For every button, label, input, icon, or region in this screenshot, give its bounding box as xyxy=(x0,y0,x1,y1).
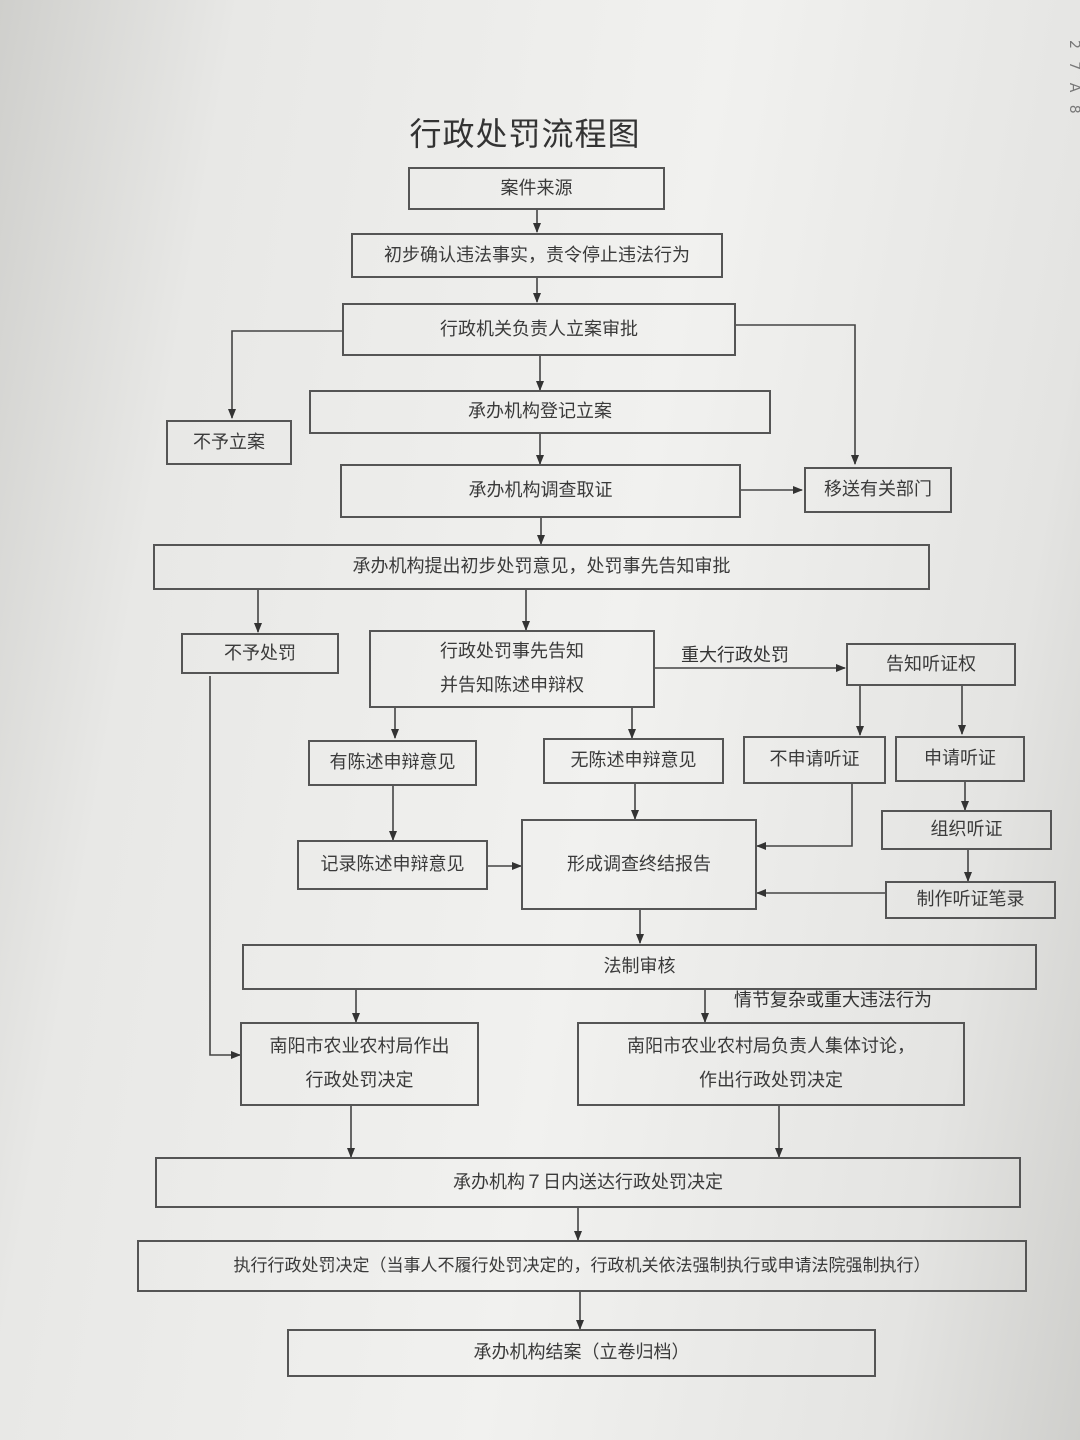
node-has-statement-label: 有陈述申辩意见 xyxy=(329,752,456,773)
node-initial-confirm: 初步确认违法事实，责令停止违法行为 xyxy=(351,233,723,278)
node-investigation-label: 承办机构调查取证 xyxy=(468,480,613,501)
node-no-hearing-request-label: 不申请听证 xyxy=(769,749,860,770)
node-no-hearing-request: 不申请听证 xyxy=(743,736,886,784)
node-prior-notice: 行政处罚事先告知 并告知陈述申辩权 xyxy=(369,630,655,708)
node-delivery-label: 承办机构７日内送达行政处罚决定 xyxy=(453,1171,723,1193)
arrow-approval-to-transfer xyxy=(736,324,859,465)
node-no-filing: 不予立案 xyxy=(166,420,292,465)
node-approval: 行政机关负责人立案审批 xyxy=(342,303,736,356)
arrow-no-request-to-report xyxy=(756,784,853,850)
node-registration-label: 承办机构登记立案 xyxy=(468,401,612,422)
node-no-statement: 无陈述申辩意见 xyxy=(543,738,724,784)
node-collective-decision-line2: 作出行政处罚决定 xyxy=(699,1070,843,1091)
node-record-statement: 记录陈述申辩意见 xyxy=(297,840,488,890)
node-legal-review: 法制审核 xyxy=(242,944,1037,990)
node-prior-notice-line2: 并告知陈述申辩权 xyxy=(440,675,584,696)
edge-label-complex-case: 情节复杂或重大违法行为 xyxy=(734,990,932,1011)
node-no-penalty-label: 不予处罚 xyxy=(224,642,296,664)
arrow-no-penalty-to-decision xyxy=(209,676,241,1059)
node-bureau-decision-line1: 南阳市农业农村局作出 xyxy=(269,1036,450,1057)
node-no-filing-label: 不予立案 xyxy=(193,431,265,453)
corner-marks: 2 7 A 8 xyxy=(1066,40,1080,118)
node-organize-hearing-label: 组织听证 xyxy=(930,819,1003,840)
node-initial-confirm-label: 初步确认违法事实，责令停止违法行为 xyxy=(384,244,690,266)
node-hearing-right: 告知听证权 xyxy=(846,643,1016,686)
node-transfer: 移送有关部门 xyxy=(804,467,952,513)
node-collective-decision-line1: 南阳市农业农村局负责人集体讨论， xyxy=(627,1036,915,1057)
node-collective-decision: 南阳市农业农村局负责人集体讨论， 作出行政处罚决定 xyxy=(577,1022,965,1106)
node-organize-hearing: 组织听证 xyxy=(881,810,1052,850)
node-closure: 承办机构结案（立卷归档） xyxy=(287,1329,876,1377)
node-bureau-decision-line2: 行政处罚决定 xyxy=(305,1070,414,1091)
node-request-hearing: 申请听证 xyxy=(895,736,1025,782)
page-title: 行政处罚流程图 xyxy=(409,115,641,154)
node-preliminary-opinion-label: 承办机构提出初步处罚意见，处罚事先告知审批 xyxy=(352,556,731,577)
node-approval-label: 行政机关负责人立案审批 xyxy=(440,318,638,340)
node-has-statement: 有陈述申辩意见 xyxy=(308,740,477,786)
arrow-approval-to-no-filing xyxy=(228,330,342,419)
node-preliminary-opinion: 承办机构提出初步处罚意见，处罚事先告知审批 xyxy=(153,544,930,590)
node-delivery: 承办机构７日内送达行政处罚决定 xyxy=(155,1157,1021,1208)
node-record-statement-label: 记录陈述申辩意见 xyxy=(320,854,465,875)
node-registration: 承办机构登记立案 xyxy=(309,390,771,434)
edge-label-major-penalty: 重大行政处罚 xyxy=(681,645,789,666)
node-request-hearing-label: 申请听证 xyxy=(924,748,996,769)
node-hearing-record: 制作听证笔录 xyxy=(885,881,1056,919)
node-investigation: 承办机构调查取证 xyxy=(340,464,741,518)
node-no-penalty: 不予处罚 xyxy=(181,633,339,674)
node-hearing-right-label: 告知听证权 xyxy=(886,653,976,675)
node-case-source: 案件来源 xyxy=(408,167,665,210)
node-transfer-label: 移送有关部门 xyxy=(824,479,932,500)
node-bureau-decision: 南阳市农业农村局作出 行政处罚决定 xyxy=(240,1022,479,1106)
node-final-report-label: 形成调查终结报告 xyxy=(567,853,711,875)
node-case-source-label: 案件来源 xyxy=(500,177,573,199)
node-hearing-record-label: 制作听证笔录 xyxy=(916,889,1025,910)
node-execution: 执行行政处罚决定（当事人不履行处罚决定的，行政机关依法强制执行或申请法院强制执行… xyxy=(137,1240,1027,1292)
node-closure-label: 承办机构结案（立卷归档） xyxy=(473,1342,690,1363)
node-no-statement-label: 无陈述申辩意见 xyxy=(570,750,697,771)
node-final-report: 形成调查终结报告 xyxy=(521,819,757,910)
node-prior-notice-line1: 行政处罚事先告知 xyxy=(440,641,584,662)
node-execution-label: 执行行政处罚决定（当事人不履行处罚决定的，行政机关依法强制执行或申请法院强制执行… xyxy=(233,1256,931,1276)
node-legal-review-label: 法制审核 xyxy=(603,956,676,977)
